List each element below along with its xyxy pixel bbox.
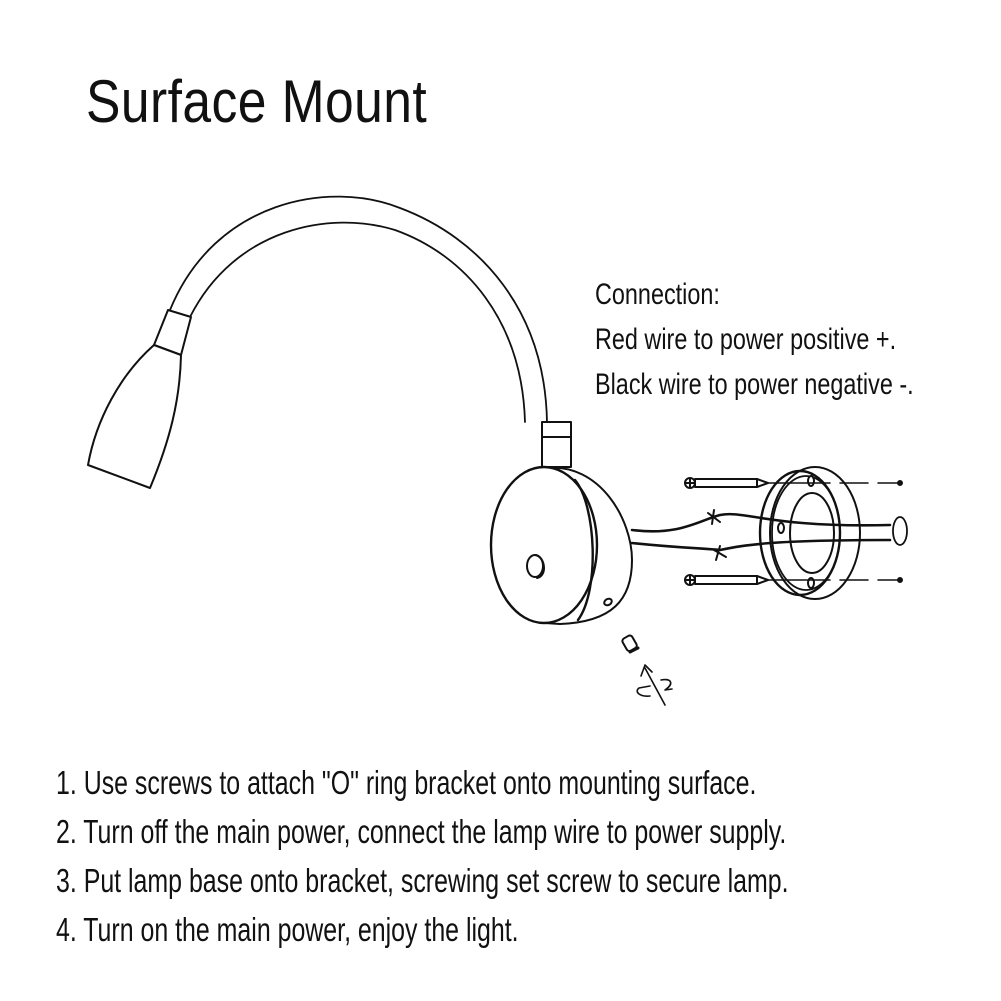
- switch-button-icon: [527, 555, 544, 578]
- connection-line-red: Red wire to power positive +.: [595, 323, 897, 356]
- set-screw-icon: [621, 634, 638, 652]
- o-ring-bracket: [760, 467, 860, 599]
- lamp-base: [491, 467, 632, 624]
- step-4: 4. Turn on the main power, enjoy the lig…: [56, 911, 519, 948]
- page-title: Surface Mount: [86, 68, 428, 135]
- step-2: 2. Turn off the main power, connect the …: [56, 813, 787, 850]
- wires: [632, 510, 890, 560]
- rotate-arrow-icon: [637, 665, 672, 705]
- lamp-head: [88, 310, 191, 488]
- wall-hole: [893, 517, 907, 545]
- step-3: 3. Put lamp base onto bracket, screwing …: [56, 862, 789, 899]
- gooseneck: [170, 197, 547, 422]
- mounting-screw-bottom: [685, 575, 902, 585]
- step-1: 1. Use screws to attach "O" ring bracket…: [56, 764, 757, 801]
- instruction-steps: 1. Use screws to attach "O" ring bracket…: [56, 758, 789, 954]
- mounting-screw-top: [685, 478, 902, 488]
- connection-notes: Connection: Red wire to power positive +…: [595, 272, 914, 407]
- connection-heading: Connection:: [595, 278, 720, 311]
- connection-line-black: Black wire to power negative -.: [595, 368, 914, 401]
- lamp-collar: [542, 422, 571, 467]
